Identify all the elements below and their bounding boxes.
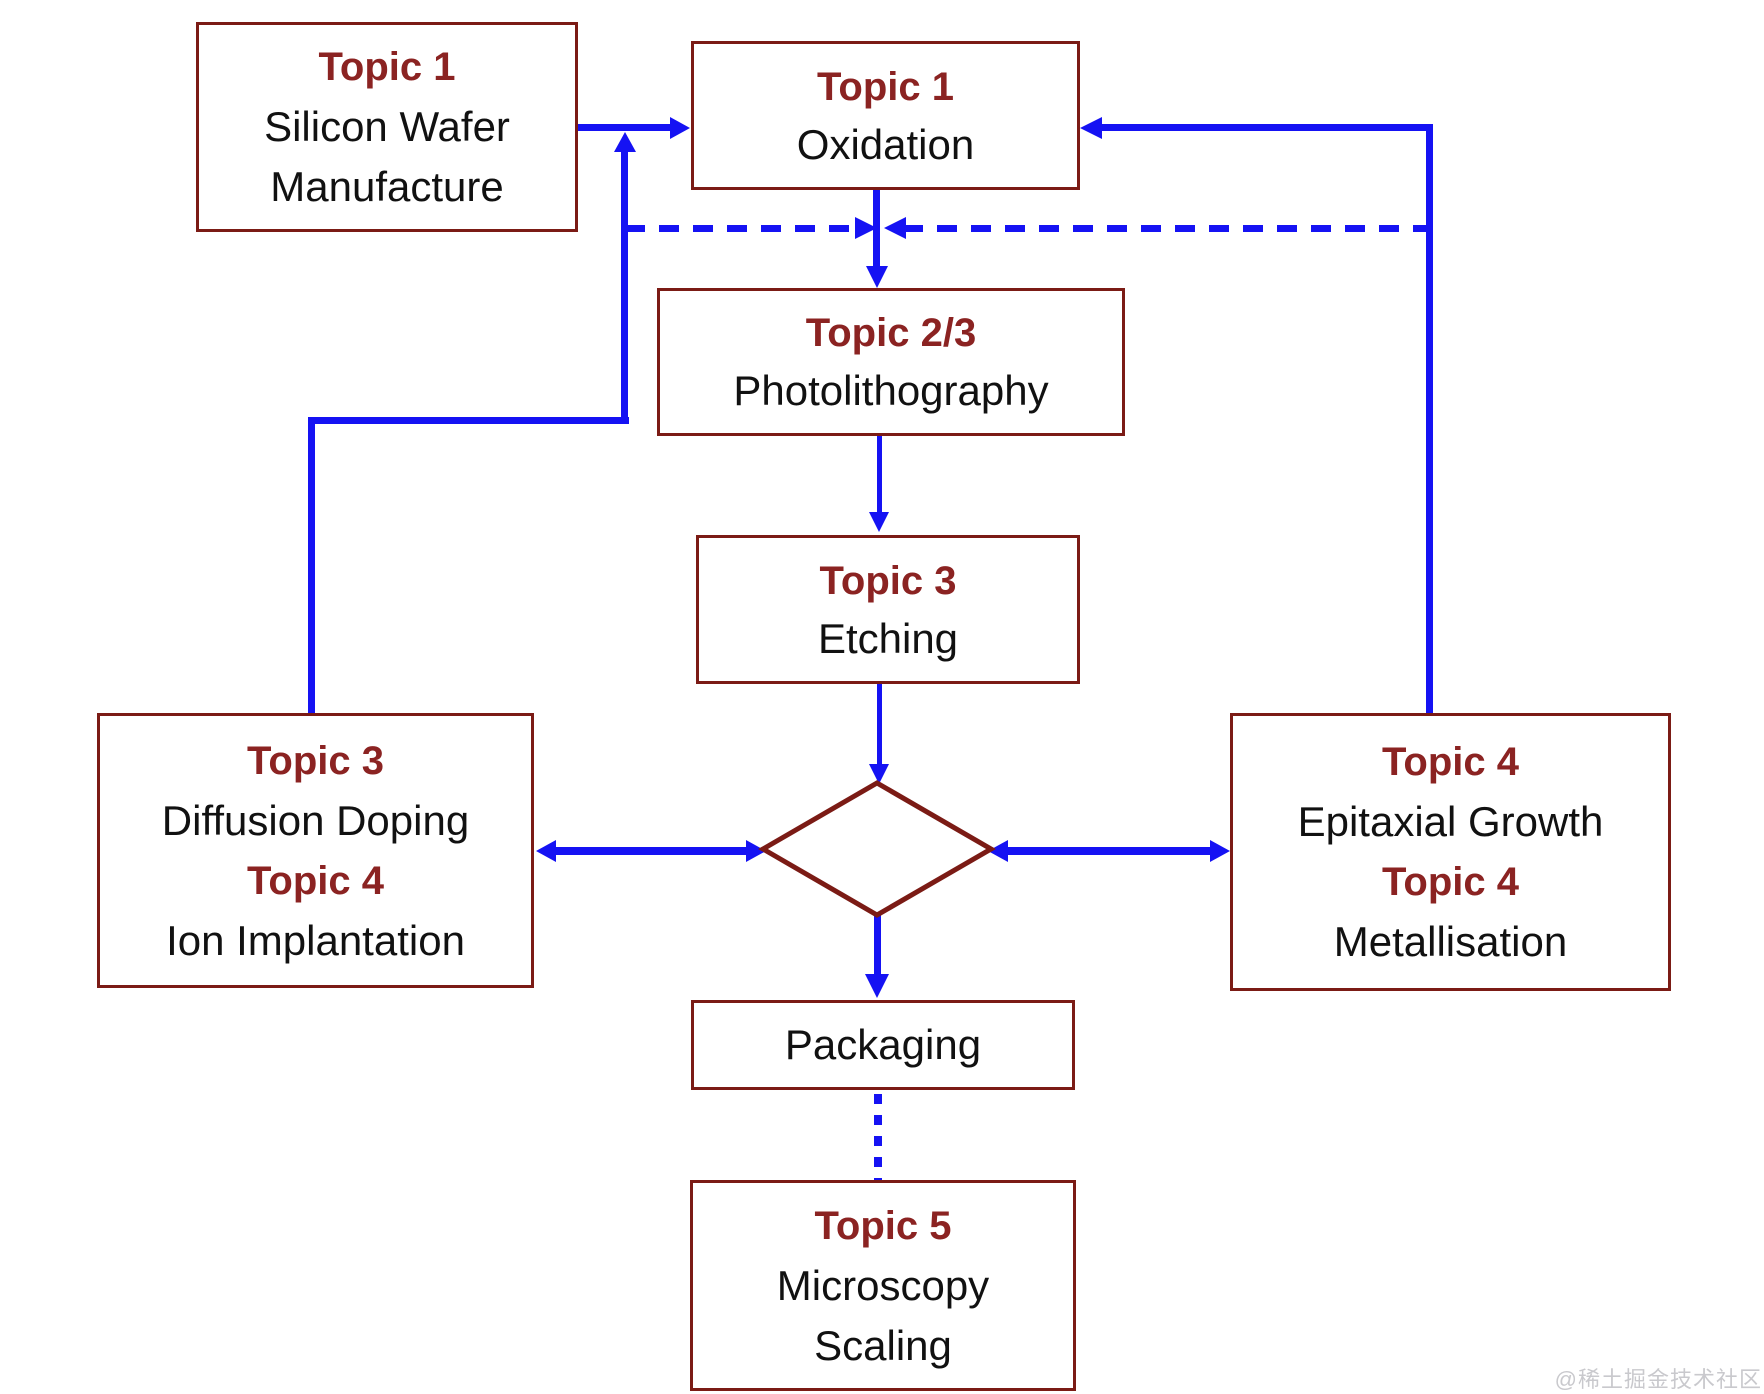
connector-photolithography-to-etching: [877, 436, 882, 512]
arrowhead-into-photolithography-icon: [866, 266, 888, 288]
box-epitaxial-growth-metallisation: Topic 4 Epitaxial Growth Topic 4 Metalli…: [1230, 713, 1671, 991]
arrowhead-into-doping-icon: [536, 840, 556, 862]
arrowhead-into-diamond-left-icon: [746, 840, 766, 862]
connector-loop-from-doping-vertical: [308, 417, 315, 713]
topic-label: Topic 2/3: [805, 311, 977, 355]
arrowhead-into-oxidation-right-icon: [1080, 117, 1102, 139]
arrowhead-dashed-left-icon: [884, 217, 906, 239]
box-photolithography: Topic 2/3 Photolithography: [657, 288, 1125, 436]
connector-diamond-to-doping: [556, 847, 746, 855]
connector-loop-up-vertical: [621, 150, 628, 424]
box-text: Silicon Wafer: [264, 103, 510, 150]
box-text: Ion Implantation: [166, 916, 465, 964]
decision-diamond: [758, 780, 996, 918]
box-microscopy-scaling: Topic 5 Microscopy Scaling: [690, 1180, 1076, 1391]
watermark: @稀土掘金技术社区: [1554, 1367, 1762, 1392]
connector-silicon-to-oxidation: [578, 124, 672, 131]
box-etching: Topic 3 Etching: [696, 535, 1080, 684]
connector-epitaxial-loop-vertical: [1426, 124, 1433, 713]
arrowhead-into-diamond-top-icon: [869, 764, 889, 784]
connector-etching-to-diamond: [877, 684, 882, 764]
arrowhead-into-oxidation-left-icon: [670, 117, 690, 139]
arrowhead-into-packaging-icon: [865, 974, 889, 998]
topic-label: Topic 5: [814, 1203, 952, 1248]
topic-label: Topic 1: [816, 64, 955, 109]
topic-label: Topic 4: [246, 858, 385, 903]
arrowhead-dashed-right-icon: [855, 217, 877, 239]
topic-label: Topic 3: [246, 738, 385, 783]
connector-dashed-right: [906, 225, 1433, 232]
box-packaging: Packaging: [691, 1000, 1075, 1090]
box-text: Oxidation: [796, 120, 975, 168]
topic-label: Topic 4: [1381, 860, 1520, 904]
box-text: Photolithography: [733, 367, 1049, 414]
box-text: Microscopy: [776, 1261, 990, 1309]
topic-label: Topic 4: [1381, 740, 1520, 784]
connector-diamond-to-packaging: [874, 914, 881, 974]
topic-label: Topic 1: [318, 45, 456, 89]
arrowhead-into-epitaxial-icon: [1210, 840, 1230, 862]
box-text: Etching: [817, 614, 959, 662]
box-text: Epitaxial Growth: [1297, 798, 1604, 845]
box-oxidation: Topic 1 Oxidation: [691, 41, 1080, 190]
connector-diamond-to-epitaxial: [1008, 847, 1210, 855]
box-diffusion-doping-ion-implantation: Topic 3 Diffusion Doping Topic 4 Ion Imp…: [97, 713, 534, 988]
box-text: Metallisation: [1333, 918, 1568, 965]
connector-dashed-left: [625, 225, 855, 232]
connector-epitaxial-loop-horizontal: [1102, 124, 1433, 131]
arrowhead-into-etching-icon: [869, 512, 889, 532]
topic-label: Topic 3: [819, 558, 957, 603]
arrowhead-into-diamond-right-icon: [988, 840, 1008, 862]
connector-loop-up-horizontal: [308, 417, 629, 424]
box-text: Manufacture: [270, 163, 504, 210]
box-silicon-wafer-manufacture: Topic 1 Silicon Wafer Manufacture: [196, 22, 578, 232]
box-text: Diffusion Doping: [161, 796, 470, 844]
connector-packaging-to-microscopy-dotted: [874, 1094, 882, 1182]
box-text: Scaling: [814, 1321, 952, 1369]
box-text: Packaging: [784, 1021, 982, 1068]
arrowhead-loop-up-icon: [614, 132, 636, 152]
